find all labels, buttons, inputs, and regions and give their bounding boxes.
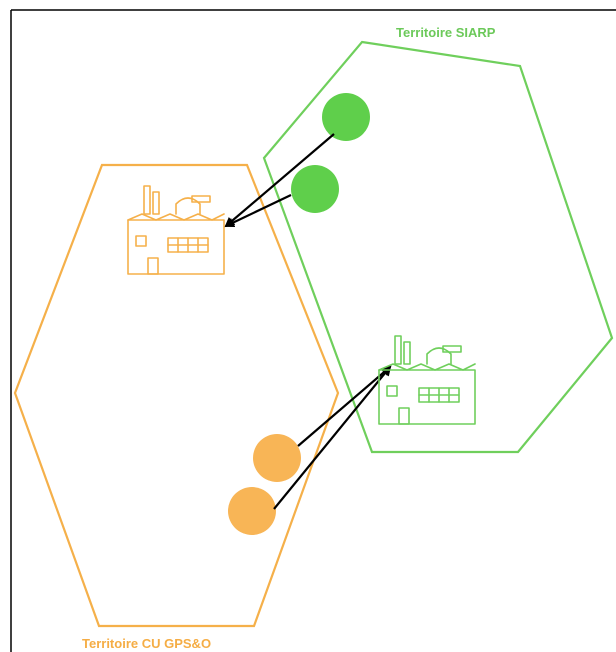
arrow-siarp-node-2-to-gpso-factory — [224, 194, 292, 228]
siarp-node-1 — [322, 93, 370, 141]
factory-icon — [378, 335, 476, 425]
factory-icon — [127, 185, 225, 275]
gpso-node-2 — [228, 487, 276, 535]
gpso-node-1 — [253, 434, 301, 482]
arrow-gpso-node-1-to-siarp-factory — [297, 365, 392, 447]
gpso-territory-hexagon — [13, 163, 340, 628]
arrow-siarp-node-1-to-gpso-factory — [224, 133, 335, 228]
siarp-node-2 — [291, 165, 339, 213]
siarp-territory-hexagon — [262, 40, 614, 454]
arrow-gpso-node-2-to-siarp-factory — [273, 365, 392, 510]
gpso-territory-label: Territoire CU GPS&O — [82, 636, 211, 651]
siarp-territory-label: Territoire SIARP — [396, 25, 496, 40]
